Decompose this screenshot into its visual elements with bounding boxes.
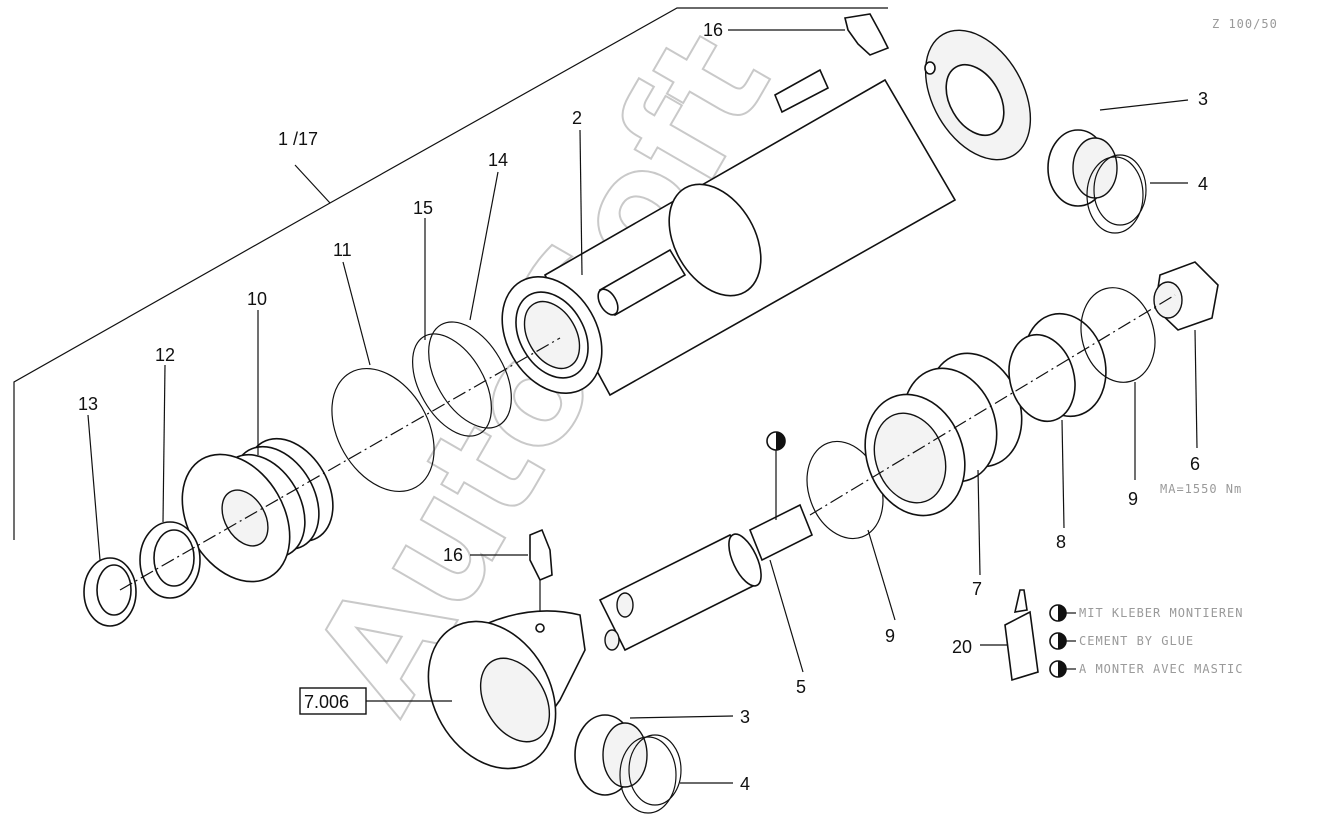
legend-item-fr: A MONTER AVEC MASTIC [1049,660,1244,678]
label-4-bottom: 4 [740,774,750,794]
ref-box [299,687,367,715]
label-5: 5 [796,677,806,697]
gland-nut [181,437,334,583]
legend-text-fr: A MONTER AVEC MASTIC [1079,662,1244,676]
bushing-bottom [574,714,648,796]
glue-marker-top-half [776,432,785,450]
label-14: 14 [488,150,508,170]
leader-12 [162,364,166,523]
label-2: 2 [572,108,582,128]
leader-5 [769,559,804,673]
torque-note: MA=1550 Nm [1160,482,1242,496]
oring-14 [428,321,512,429]
label-7: 7 [972,579,982,599]
label-8: 8 [1056,532,1066,552]
leader-13 [87,414,101,561]
legend-text-en: CEMENT BY GLUE [1079,634,1194,648]
circlip-top [1086,154,1147,234]
wiper-ring-13 [83,557,137,627]
label-assembly-ref: 1 /17 [278,129,318,149]
leader-6 [1194,329,1198,449]
bushing-top [1047,129,1118,207]
label-3-bottom: 3 [740,707,750,727]
lower-axis-line [809,294,1176,516]
label-12: 12 [155,345,175,365]
backup-ring-15 [412,333,492,437]
leader-7 [977,469,981,576]
cylinder-tube [501,29,1032,397]
drawing-code: Z 100/50 [1212,17,1278,31]
piston-nut [1153,261,1219,331]
label-3-top: 3 [1198,89,1208,109]
label-6: 6 [1190,454,1200,474]
label-15: 15 [413,198,433,218]
leader-14 [469,171,499,321]
piston-seal [1008,312,1107,423]
glue-tube [1004,589,1039,682]
label-16-bottom: 16 [443,545,463,565]
wiper-ring-12 [139,521,201,599]
label-9-mid: 9 [885,626,895,646]
leader-8 [1061,419,1065,529]
rod-eye [427,610,586,770]
grease-nipple-bottom [529,528,553,582]
leader-9-mid [867,529,896,621]
legend-item-de: MIT KLEBER MONTIEREN [1049,604,1244,622]
leader-2 [579,129,583,276]
upper-axis-line [119,337,561,591]
circlip-bottom [619,734,682,814]
label-10: 10 [247,289,267,309]
legend-text-de: MIT KLEBER MONTIEREN [1079,606,1244,620]
label-9-right: 9 [1128,489,1138,509]
leader-3-bottom [629,715,734,719]
label-20: 20 [952,637,972,657]
ring-9-right [1080,287,1156,383]
label-4-top: 4 [1198,174,1208,194]
legend-item-en: CEMENT BY GLUE [1049,632,1194,650]
piston [864,352,1023,517]
label-16-top: 16 [703,20,723,40]
piston-rod [598,503,814,652]
label-13: 13 [78,394,98,414]
leader-assembly [294,164,331,204]
label-11: 11 [333,240,352,260]
label-ref-box: 7.006 [304,692,349,712]
leader-3-top [1099,99,1189,111]
legend: MIT KLEBER MONTIEREN CEMENT BY GLUE A MO… [1049,604,1244,678]
oring-11 [331,367,435,493]
leader-11 [342,261,371,366]
grease-nipple-top [844,13,890,56]
